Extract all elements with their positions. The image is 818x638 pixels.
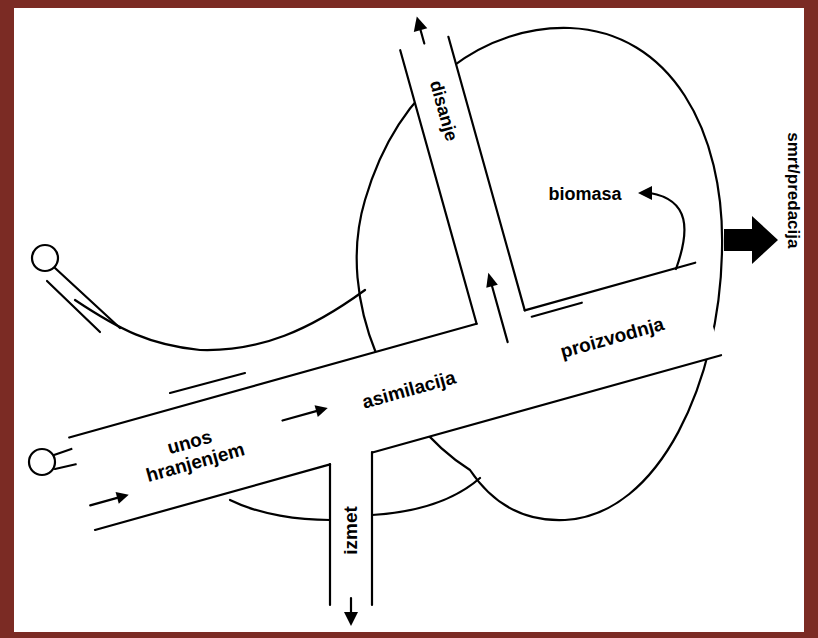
excretion-channel-edge <box>330 452 372 605</box>
arrow-head <box>638 186 652 200</box>
flow-arrow-line <box>421 30 425 43</box>
respiration-channel-edge <box>400 37 525 324</box>
excretion-channel-fill <box>330 452 372 605</box>
snail-neck <box>75 290 365 350</box>
flow-arrow-line <box>492 286 508 342</box>
snail-foot-line <box>372 478 480 515</box>
arrow-head <box>116 489 131 504</box>
channel-upper-edge <box>69 263 695 438</box>
death-predation-arrow <box>724 216 778 264</box>
arrow-head <box>344 612 358 626</box>
upper-tentacle-eye <box>32 245 58 271</box>
biomass-curve-arrow <box>650 193 684 269</box>
snail-body-line <box>170 373 245 393</box>
death-predation-label: smrt/predacija <box>784 132 803 248</box>
flow-arrow-line <box>282 411 316 420</box>
channel-lower-edge <box>95 355 721 530</box>
biomass-label: biomasa <box>548 185 621 205</box>
white-ground <box>14 8 804 632</box>
main-channel-fill <box>69 263 721 530</box>
flow-arrow-line <box>90 498 117 506</box>
channel-inner-line <box>532 303 582 317</box>
respiration-channel-fill <box>400 37 526 330</box>
arrow-head <box>315 402 330 417</box>
excretion-label: izmet <box>341 506 362 555</box>
flow-arrow-line <box>350 598 352 612</box>
snail-foot-line <box>230 500 330 520</box>
lower-tentacle-eye <box>29 449 55 475</box>
arrow-head <box>483 271 498 288</box>
arrow-head <box>410 15 427 32</box>
upper-tentacle-stalk <box>47 268 120 332</box>
